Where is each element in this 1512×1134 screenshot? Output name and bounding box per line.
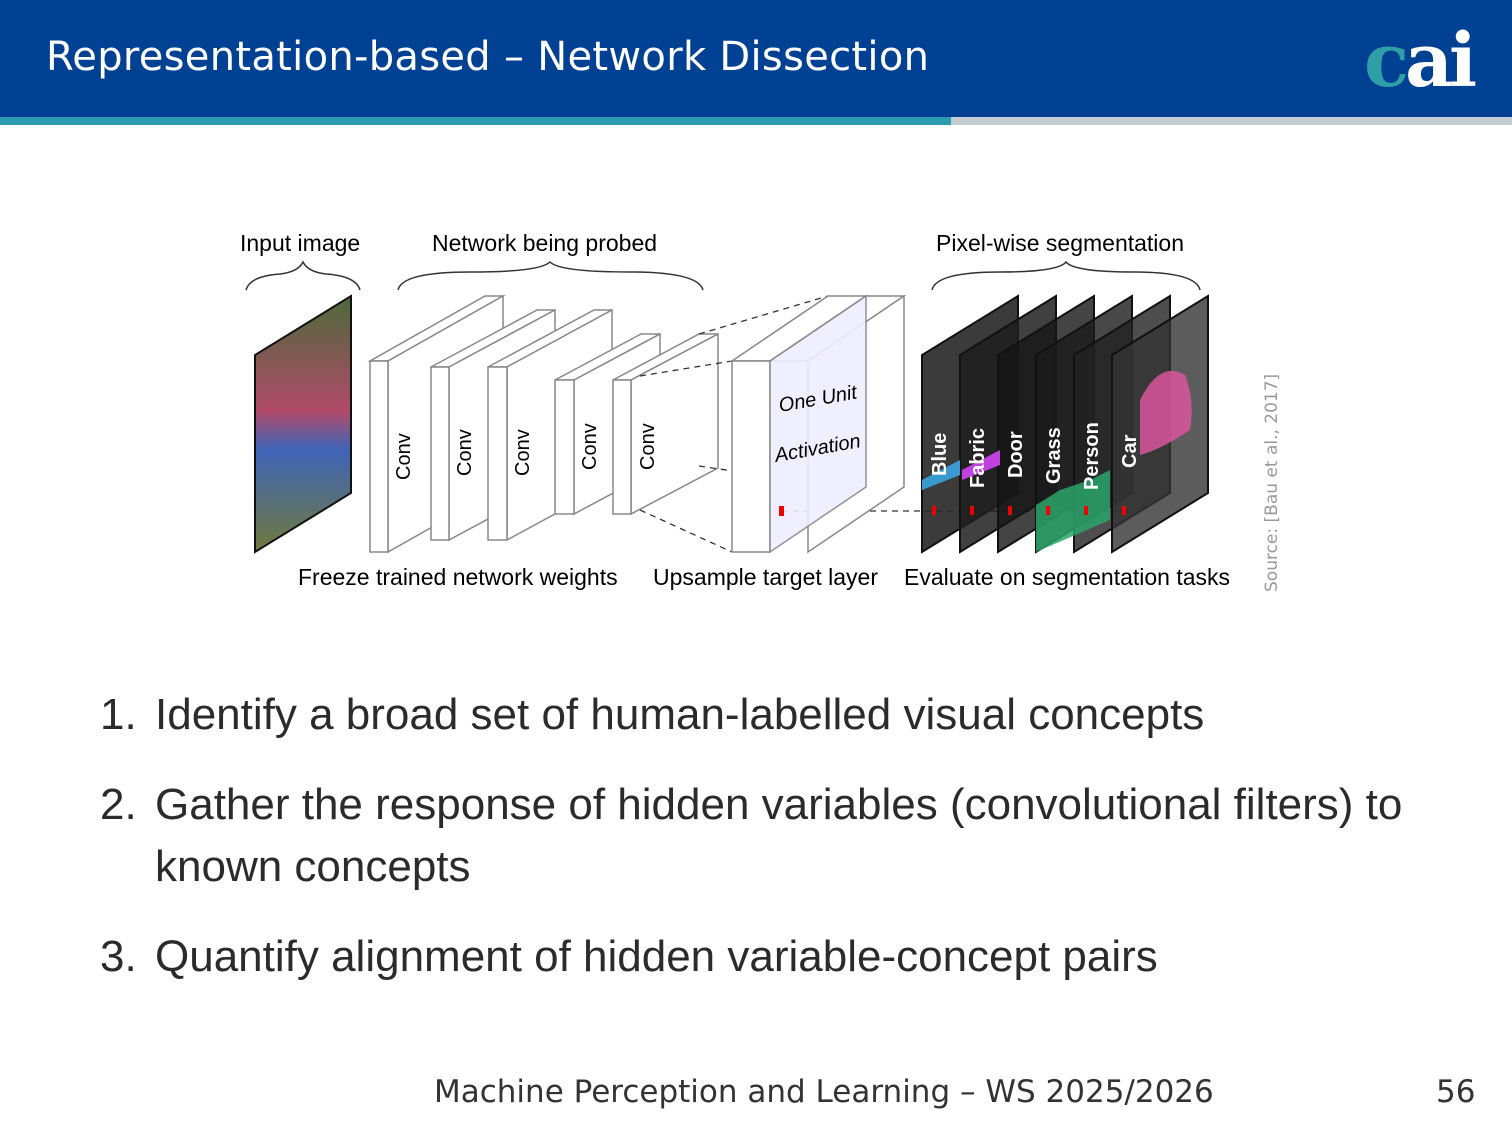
segment-label: Fabric	[967, 428, 989, 488]
unit-pixel-markers	[932, 506, 1126, 515]
segment-label: Person	[1081, 422, 1103, 490]
source-citation: Source: [Bau et al., 2017]	[1262, 373, 1282, 592]
segmentation-regions	[922, 370, 1192, 552]
footer-course: Machine Perception and Learning – WS 202…	[434, 1074, 1214, 1110]
segment-label: Car	[1119, 434, 1141, 468]
braces	[245, 260, 1201, 291]
item-text: Identify a broad set of human-labelled v…	[155, 690, 1205, 739]
page-number: 56	[1436, 1074, 1476, 1110]
segment-label: Door	[1005, 431, 1027, 478]
segment-label: Blue	[929, 433, 951, 476]
accent-stripe	[0, 117, 951, 125]
conv-layers	[367, 294, 719, 554]
conv-label: Conv	[579, 423, 601, 470]
steps-list: 1. Identify a broad set of human-labelle…	[100, 684, 1500, 988]
network-dissection-diagram: Input image Network being probed Pixel-w…	[240, 230, 1230, 590]
conv-box	[612, 332, 719, 516]
header-bar: Representation-based – Network Dissectio…	[0, 0, 1512, 117]
label-segmentation: Pixel-wise segmentation	[936, 230, 1184, 256]
label-network: Network being probed	[432, 230, 657, 256]
list-item: 2. Gather the response of hidden variabl…	[100, 774, 1500, 898]
conv-label: Conv	[454, 429, 476, 476]
list-item: 3. Quantify alignment of hidden variable…	[100, 926, 1500, 988]
segment-label: Grass	[1043, 427, 1065, 484]
item-text: Gather the response of hidden variables …	[155, 780, 1403, 891]
conv-label: Conv	[512, 429, 534, 476]
caption-upsample: Upsample target layer	[653, 564, 878, 590]
input-image	[254, 294, 352, 554]
item-text: Quantify alignment of hidden variable-co…	[155, 932, 1158, 981]
grey-stripe	[951, 117, 1512, 125]
item-number: 1.	[100, 690, 137, 739]
conv-label: Conv	[637, 423, 659, 470]
slide-title: Representation-based – Network Dissectio…	[46, 34, 930, 80]
label-input-image: Input image	[240, 230, 360, 256]
upsampled-layer	[729, 294, 907, 554]
list-item: 1. Identify a broad set of human-labelle…	[100, 684, 1500, 746]
cai-logo: cai	[1364, 18, 1477, 104]
caption-evaluate: Evaluate on segmentation tasks	[904, 564, 1230, 590]
conv-label: Conv	[393, 433, 415, 480]
item-number: 2.	[100, 780, 137, 829]
item-number: 3.	[100, 932, 137, 981]
caption-freeze: Freeze trained network weights	[298, 564, 618, 590]
